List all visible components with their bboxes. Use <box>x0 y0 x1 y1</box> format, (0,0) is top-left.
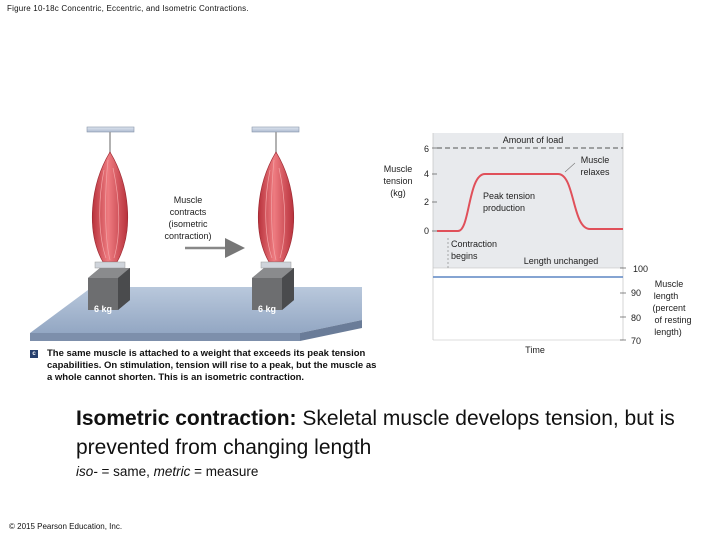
definition-headline: Isometric contraction: Skeletal muscle d… <box>76 404 676 462</box>
svg-text:70: 70 <box>631 336 641 346</box>
peak-tension-label: Peak tension production <box>483 191 535 213</box>
svg-text:contracts: contracts <box>170 207 207 217</box>
svg-text:tension: tension <box>383 176 412 186</box>
length-axis-label: Muscle length (percent of resting length… <box>652 279 691 337</box>
graph-panel-top <box>433 133 623 268</box>
time-axis-label: Time <box>525 345 545 355</box>
svg-text:length): length) <box>654 327 682 337</box>
svg-text:production: production <box>483 203 525 213</box>
svg-text:4: 4 <box>424 169 429 179</box>
svg-text:2: 2 <box>424 197 429 207</box>
muscle-assembly-right <box>252 132 294 310</box>
weight-label-left: 6 kg <box>94 304 112 314</box>
svg-text:Peak tension: Peak tension <box>483 191 535 201</box>
svg-text:Muscle: Muscle <box>384 164 413 174</box>
etym-prefix-2: metric <box>153 464 191 479</box>
ceiling-bar-right <box>251 126 300 133</box>
svg-text:(percent: (percent <box>652 303 686 313</box>
copyright: © 2015 Pearson Education, Inc. <box>9 522 123 531</box>
figure-title: Figure 10-18c Concentric, Eccentric, and… <box>7 4 249 13</box>
weight-right <box>252 268 294 310</box>
tension-axis-label: Muscle tension (kg) <box>383 164 412 198</box>
tension-ticks: 6 4 2 0 <box>424 144 429 236</box>
arrow-label: Muscle contracts (isometric contraction) <box>164 195 211 241</box>
amount-of-load-label: Amount of load <box>503 135 564 145</box>
svg-text:Muscle: Muscle <box>581 155 610 165</box>
svg-text:0: 0 <box>424 226 429 236</box>
figure-caption: The same muscle is attached to a weight … <box>47 348 377 383</box>
svg-text:length: length <box>654 291 679 301</box>
length-ticks: 100 90 80 70 <box>631 264 648 346</box>
headline-term: Isometric contraction: <box>76 407 297 430</box>
etymology: iso- = same, metric = measure <box>76 464 258 479</box>
svg-text:begins: begins <box>451 251 478 261</box>
ceiling-bar-left <box>86 126 135 133</box>
muscle-assembly-left <box>88 132 130 310</box>
contraction-begins-label: Contraction begins <box>451 239 497 261</box>
muscle-right <box>258 151 294 263</box>
svg-text:contraction): contraction) <box>164 231 211 241</box>
svg-text:Muscle: Muscle <box>174 195 203 205</box>
etym-prefix-1: iso- <box>76 464 98 479</box>
length-unchanged-label: Length unchanged <box>524 256 599 266</box>
svg-text:80: 80 <box>631 313 641 323</box>
etym-meaning-2: = measure <box>190 464 259 479</box>
weight-left <box>88 268 130 310</box>
svg-text:Muscle: Muscle <box>655 279 684 289</box>
svg-text:of resting: of resting <box>654 315 691 325</box>
caption-badge: c <box>30 350 38 358</box>
svg-text:(isometric: (isometric <box>168 219 208 229</box>
tension-length-graph: 6 4 2 0 Muscle tension (kg) Amount of lo… <box>383 133 692 355</box>
isometric-illustration: 6 kg 6 kg Muscle contracts (isometric co… <box>30 126 692 355</box>
weight-label-right: 6 kg <box>258 304 276 314</box>
svg-text:6: 6 <box>424 144 429 154</box>
muscle-left <box>92 151 128 263</box>
platform <box>30 287 362 341</box>
etym-meaning-1: = same, <box>97 464 154 479</box>
muscle-relaxes-label: Muscle relaxes <box>580 155 610 177</box>
svg-text:relaxes: relaxes <box>580 167 610 177</box>
svg-text:90: 90 <box>631 288 641 298</box>
tension-curve <box>437 173 623 232</box>
svg-text:Contraction: Contraction <box>451 239 497 249</box>
headline-definition: Skeletal muscle develops tension, but is… <box>76 407 675 459</box>
svg-text:100: 100 <box>633 264 648 274</box>
svg-text:(kg): (kg) <box>390 188 406 198</box>
